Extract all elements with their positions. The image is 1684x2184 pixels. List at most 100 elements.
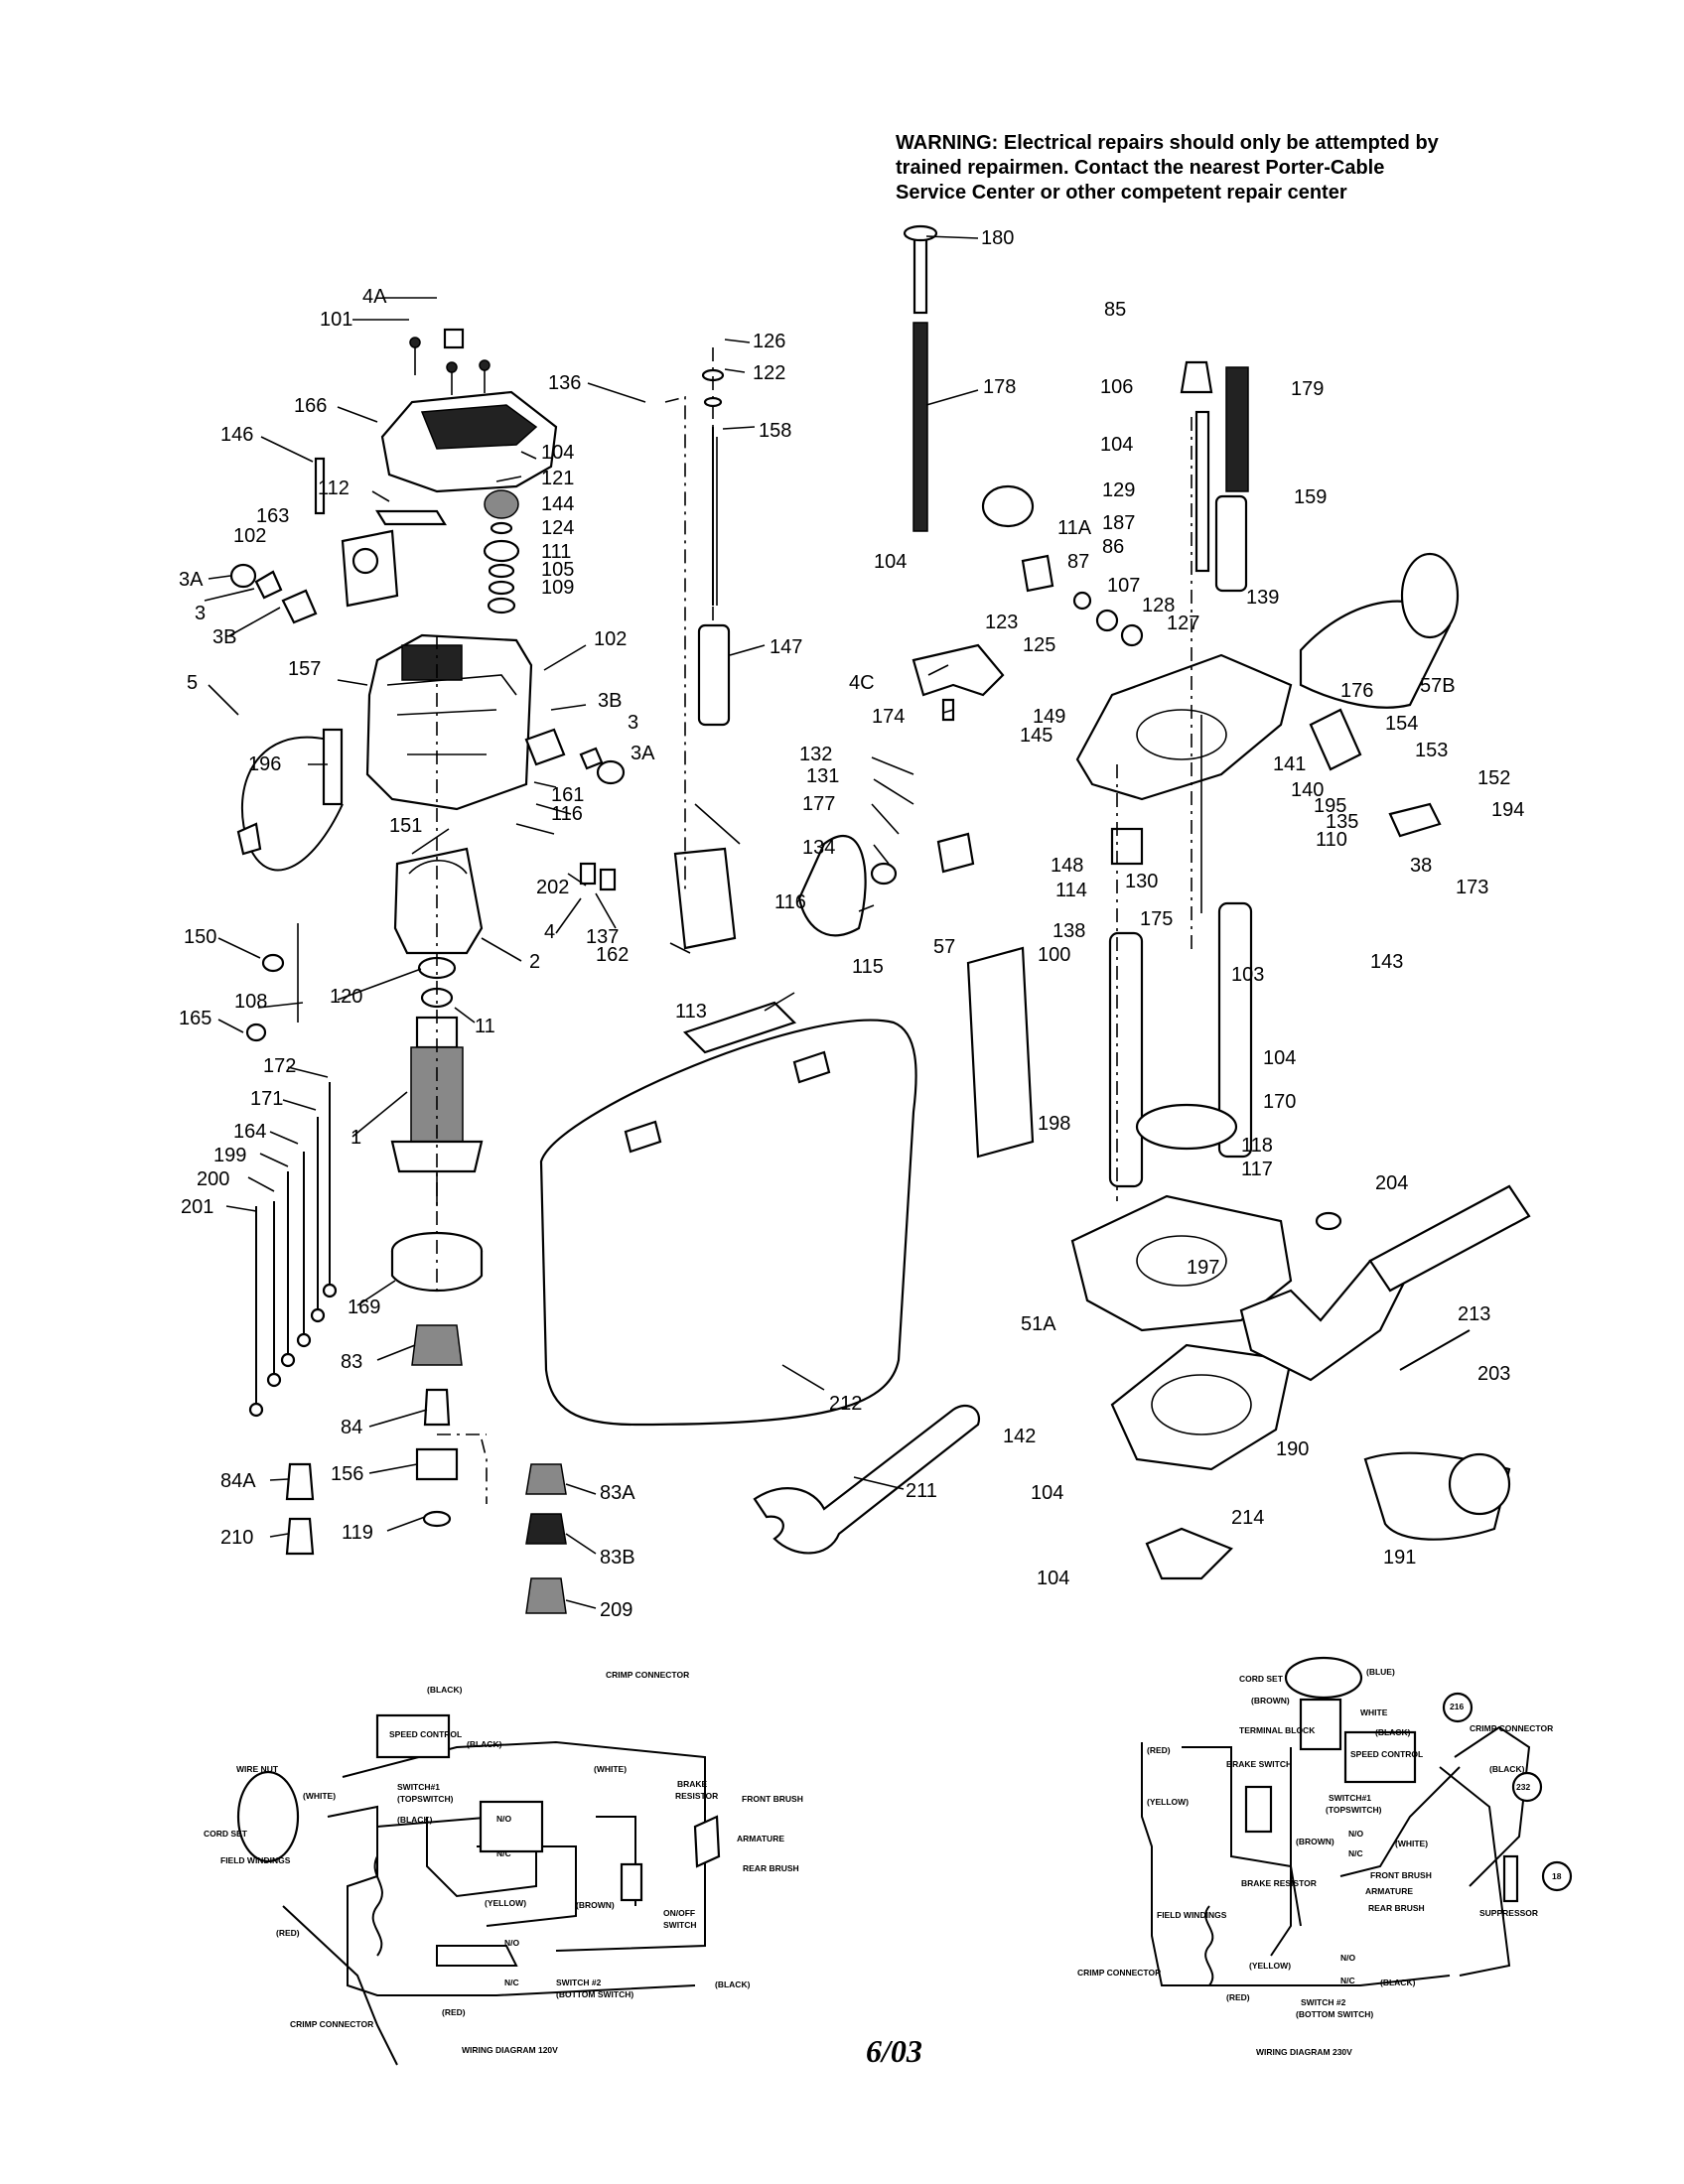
w230-brown: (BROWN) (1251, 1696, 1290, 1706)
w230-brown2: (BROWN) (1296, 1837, 1334, 1846)
label-2: 2 (529, 951, 540, 973)
w120-white1: (WHITE) (594, 1764, 627, 1774)
motor-assembly (229, 328, 737, 1614)
w230-switch2: SWITCH #2 (1301, 1997, 1346, 2007)
w230-black1: (BLACK) (1375, 1727, 1411, 1737)
label-195: 195 (1314, 795, 1346, 817)
label-3Aa: 3A (179, 569, 204, 591)
w230-armature: ARMATURE (1365, 1886, 1413, 1896)
label-5: 5 (187, 672, 198, 694)
w120-armature: ARMATURE (737, 1834, 784, 1843)
label-104c: 104 (1100, 434, 1133, 456)
label-104d: 104 (1263, 1047, 1296, 1069)
w120-crimp: CRIMP CONNECTOR (606, 1670, 689, 1680)
warning-text: WARNING: Electrical repairs should only … (896, 132, 1439, 204)
label-127: 127 (1167, 613, 1199, 634)
w230-nc2: N/C (1340, 1976, 1355, 1985)
label-109: 109 (541, 577, 574, 599)
w230-title: WIRING DIAGRAM 230V (1256, 2047, 1352, 2057)
label-142: 142 (1003, 1426, 1036, 1447)
label-161: 161 (551, 784, 584, 806)
revision-date: 6/03 (866, 2033, 922, 2069)
w120-red1: (RED) (276, 1928, 300, 1938)
label-136: 136 (548, 372, 581, 394)
label-87: 87 (1067, 551, 1089, 573)
w230-brake-switch: BRAKE SWITCH (1226, 1759, 1292, 1769)
w120-brown: (BROWN) (576, 1900, 615, 1910)
label-211: 211 (906, 1480, 937, 1502)
w120-black4: (BLACK) (715, 1979, 751, 1989)
w120-title: WIRING DIAGRAM 120V (462, 2045, 558, 2055)
wiring-diagram-230v: CORD SET (BLUE) (BROWN) WHITE TERMINAL B… (1077, 1656, 1573, 2057)
w120-black-top: (BLACK) (427, 1685, 463, 1695)
w230-18: 18 (1552, 1871, 1562, 1881)
w230-red: (RED) (1147, 1745, 1171, 1755)
label-103: 103 (1231, 964, 1264, 986)
w120-cord-set: CORD SET (204, 1829, 248, 1839)
label-83B: 83B (600, 1547, 635, 1569)
label-101: 101 (320, 309, 352, 331)
label-57B: 57B (1420, 675, 1456, 697)
label-147: 147 (770, 636, 802, 658)
w120-switch: SWITCH (663, 1920, 697, 1930)
label-57: 57 (933, 936, 955, 958)
w120-rear-brush: REAR BRUSH (743, 1863, 799, 1873)
label-112: 112 (318, 478, 350, 499)
label-209: 209 (600, 1599, 632, 1621)
label-3Ab: 3A (631, 743, 655, 764)
label-119: 119 (342, 1522, 373, 1544)
w230-red2: (RED) (1226, 1992, 1250, 2002)
label-117: 117 (1241, 1159, 1273, 1180)
label-3a: 3 (195, 603, 206, 624)
label-149: 149 (1033, 706, 1065, 728)
label-83A: 83A (600, 1482, 635, 1504)
w230-no1: N/O (1348, 1829, 1364, 1839)
label-141: 141 (1273, 753, 1306, 775)
label-104a: 104 (541, 442, 574, 464)
label-115: 115 (852, 956, 884, 978)
w120-black2: (BLACK) (467, 1739, 502, 1749)
label-202: 202 (536, 877, 569, 898)
w230-bottom-switch: (BOTTOM SWITCH) (1296, 2009, 1373, 2019)
label-143: 143 (1370, 951, 1403, 973)
label-153: 153 (1415, 740, 1448, 761)
leader-lines (204, 235, 979, 1609)
w230-switch1: SWITCH#1 (1329, 1793, 1371, 1803)
label-146: 146 (220, 424, 253, 446)
label-132: 132 (799, 744, 832, 765)
w120-wire-nut: WIRE NUT (236, 1764, 279, 1774)
w120-speed-control: SPEED CONTROL (389, 1729, 462, 1739)
label-116b: 116 (774, 891, 806, 913)
label-140: 140 (1291, 779, 1324, 801)
label-170: 170 (1263, 1091, 1296, 1113)
label-131: 131 (806, 765, 839, 787)
label-180: 180 (981, 227, 1014, 249)
w230-speed-control: SPEED CONTROL (1350, 1749, 1423, 1759)
label-102b: 102 (594, 628, 627, 650)
w230-232: 232 (1516, 1782, 1530, 1792)
label-104e: 104 (1031, 1482, 1063, 1504)
label-118: 118 (1241, 1135, 1273, 1157)
w120-resistor: RESISTOR (675, 1791, 718, 1801)
label-214: 214 (1231, 1507, 1264, 1529)
label-11: 11 (475, 1016, 495, 1037)
label-100: 100 (1038, 944, 1070, 966)
label-129: 129 (1102, 479, 1135, 501)
label-178: 178 (983, 376, 1016, 398)
label-169: 169 (348, 1297, 380, 1318)
w230-crimp2: CRIMP CONNECTOR (1077, 1968, 1161, 1978)
label-4: 4 (544, 921, 555, 943)
label-144: 144 (541, 493, 574, 515)
label-163: 163 (256, 505, 289, 527)
label-135: 135 (1326, 811, 1358, 833)
label-137: 137 (586, 926, 619, 948)
label-162: 162 (596, 944, 629, 966)
label-191: 191 (1383, 1547, 1416, 1569)
label-108: 108 (234, 991, 267, 1013)
w120-no2: N/O (504, 1938, 520, 1948)
label-150: 150 (184, 926, 216, 948)
label-148: 148 (1051, 855, 1083, 877)
label-201: 201 (181, 1196, 213, 1218)
label-139: 139 (1246, 587, 1279, 609)
